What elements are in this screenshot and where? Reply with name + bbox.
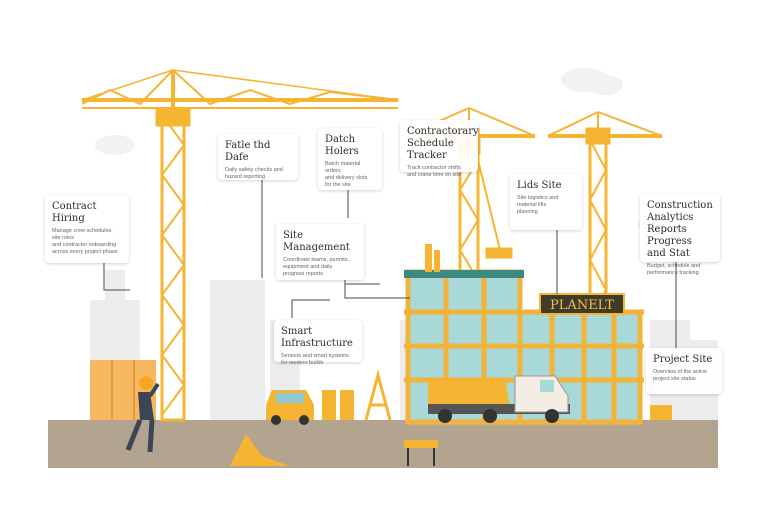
callout-body: Budget, schedule and performance trackin… [647, 263, 701, 276]
callout-title: Site Management [283, 230, 350, 253]
dump-truck [428, 375, 570, 423]
construction-worker [125, 376, 160, 453]
callout-title: Lids Site [517, 180, 562, 191]
callout-body: Coordinate teams, permits, equipment and… [283, 257, 350, 277]
callout-body: Batch material orders and delivery slots… [325, 161, 368, 188]
planelt-sign [539, 293, 625, 315]
callout-project-site: Project Site Overview of the active proj… [646, 348, 722, 394]
callout-batch-holders: Datch Holers Batch material orders and d… [318, 128, 382, 190]
connector-lines [103, 180, 677, 350]
callout-title: Contractorary Schedule Tracker [407, 126, 479, 161]
callout-body: Site logistics and material lifts planni… [517, 195, 559, 215]
callout-lids-site: Lids Site Site logistics and material li… [510, 174, 582, 230]
callout-title: Smart Infrastructure [281, 326, 353, 349]
callout-title: Datch Holers [325, 134, 359, 157]
callout-title: Project Site [653, 354, 713, 365]
callout-construction-analytics: Construction Analytics Reports Progress … [640, 194, 720, 276]
callout-site-management: Site Management Coordinate teams, permit… [276, 224, 364, 280]
callout-schedule-tracker: Contractorary Schedule Tracker Track con… [400, 120, 479, 178]
tower-crane-left [81, 68, 399, 422]
sign-text: PLANELT [550, 298, 614, 313]
ground [48, 420, 718, 468]
callout-title: Construction Analytics Reports Progress … [647, 200, 713, 259]
callout-body: Sensors and smart systems for modern bui… [281, 353, 349, 366]
callout-title: Fatle thd Dafe [225, 140, 271, 163]
callout-title: Contract Hiring [52, 201, 97, 224]
callout-body: Daily safety checks and hazard reporting [225, 167, 283, 180]
yellow-car [266, 390, 314, 425]
callout-body: Track contractor shifts and crane time o… [407, 165, 462, 178]
callout-body: Overview of the active project site stat… [653, 369, 708, 382]
callout-contract-hiring: Contract Hiring Manage crew schedules, s… [45, 195, 129, 263]
callout-safety: Fatle thd Dafe Daily safety checks and h… [218, 134, 298, 180]
callout-body: Manage crew schedules, site roles and co… [52, 228, 118, 255]
callout-smart-infrastructure: Smart Infrastructure Sensors and smart s… [274, 320, 362, 366]
